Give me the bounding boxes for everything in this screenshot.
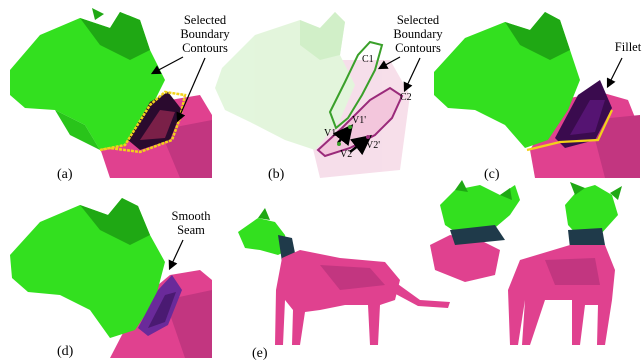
contour-label-c1: C1 bbox=[362, 54, 374, 65]
caption-c: Fillet bbox=[615, 40, 642, 54]
panel-d: Smooth Seam (d) bbox=[10, 198, 212, 359]
vertex-label-v1: V1 bbox=[324, 128, 336, 139]
vertex-label-v2: V2 bbox=[340, 149, 352, 160]
caption-line: Boundary bbox=[180, 27, 230, 41]
caption-d: Smooth Seam bbox=[172, 209, 212, 237]
cow-head-c bbox=[434, 12, 640, 178]
cow-head-floating bbox=[430, 180, 520, 282]
panel-a: Selected Boundary Contours (a) bbox=[10, 8, 230, 182]
dog-left bbox=[238, 208, 450, 345]
caption-line: Contours bbox=[395, 41, 441, 55]
caption-line: Contours bbox=[182, 41, 228, 55]
caption-line: Selected bbox=[397, 13, 440, 27]
arrow bbox=[405, 58, 420, 90]
panel-label-d: (d) bbox=[57, 344, 74, 359]
vertex-label-v2-prime: V2' bbox=[366, 140, 380, 151]
arrow bbox=[608, 58, 622, 86]
panel-label-c: (c) bbox=[484, 167, 500, 182]
panel-b: C1 C2 V1 V1' V2 V2' Selected Boundary Co… bbox=[215, 12, 443, 182]
caption-line: Boundary bbox=[393, 27, 443, 41]
arrow bbox=[170, 240, 183, 268]
vertex-label-v1-prime: V1' bbox=[352, 115, 366, 126]
caption-b: Selected Boundary Contours bbox=[393, 13, 443, 55]
caption-line: Smooth bbox=[172, 209, 212, 223]
contour-label-c2: C2 bbox=[400, 92, 412, 103]
vertex-marker bbox=[366, 135, 370, 139]
panel-label-a: (a) bbox=[57, 167, 73, 182]
caption-line: Selected bbox=[184, 13, 227, 27]
dog-right bbox=[508, 182, 622, 345]
panel-label-b: (b) bbox=[268, 167, 285, 182]
panel-label-e: (e) bbox=[252, 346, 268, 361]
vertex-marker bbox=[337, 142, 341, 146]
caption-line: Seam bbox=[177, 223, 205, 237]
caption-a: Selected Boundary Contours bbox=[180, 13, 230, 55]
panel-e: (e) bbox=[238, 180, 622, 361]
panel-c: Fillet (c) bbox=[434, 12, 642, 182]
